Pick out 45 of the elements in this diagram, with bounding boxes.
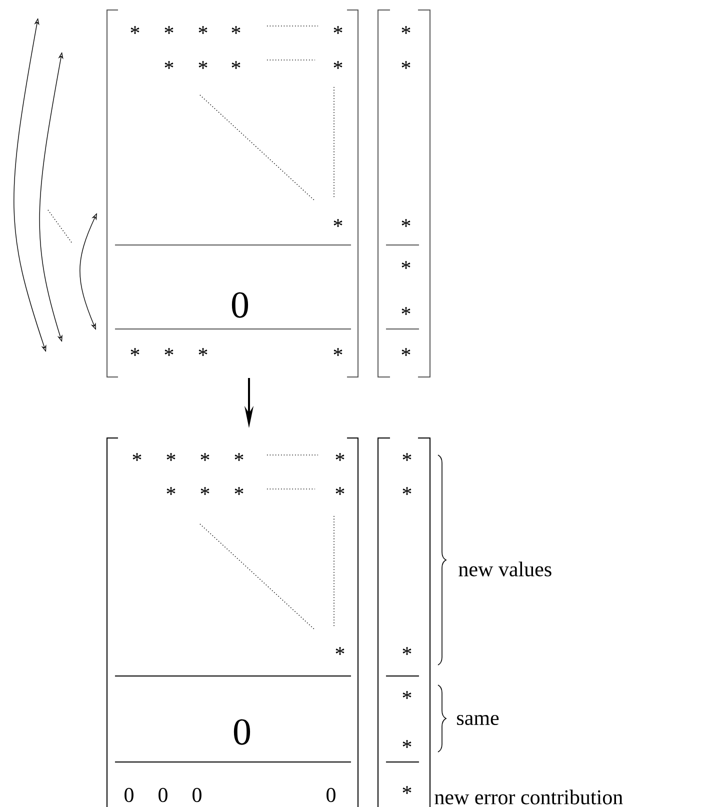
- matrix-entry: *: [402, 453, 412, 461]
- matrix-entry: *: [164, 26, 174, 34]
- matrix-entry: *: [198, 348, 208, 356]
- matrix-entry: *: [164, 348, 174, 356]
- matrix-entry: *: [402, 647, 412, 655]
- matrix-entry: *: [334, 61, 342, 69]
- matrix-entry: *: [402, 61, 410, 69]
- matrix-entry: *: [232, 61, 240, 69]
- matrix-entry: *: [130, 26, 140, 34]
- matrix-entry: 0: [232, 292, 248, 318]
- matrix-entry: *: [402, 219, 410, 227]
- matrix-entry: *: [402, 26, 410, 34]
- annotation-text: new values: [458, 562, 552, 576]
- matrix-entry: *: [130, 348, 140, 356]
- matrix-entry: *: [198, 61, 208, 69]
- matrix-entry: *: [402, 691, 412, 699]
- matrix-entry: *: [336, 487, 344, 495]
- matrix-entry: *: [200, 487, 210, 495]
- matrix-entry: 0: [326, 788, 336, 802]
- matrix-entry: *: [198, 26, 208, 34]
- matrix-entry: *: [164, 61, 174, 69]
- matrix-entry: 0: [192, 788, 202, 802]
- matrix-entry: *: [234, 453, 244, 461]
- matrix-entry: *: [402, 307, 410, 315]
- matrix-entry: *: [166, 453, 176, 461]
- matrix-entry: 0: [158, 788, 168, 802]
- matrix-entry: *: [402, 487, 412, 495]
- matrix-entry: *: [402, 348, 410, 356]
- matrix-entry: 0: [124, 788, 134, 802]
- matrix-entry: *: [232, 26, 240, 34]
- annotation-text: new error contribution: [434, 790, 623, 804]
- matrix-entry: *: [334, 26, 342, 34]
- matrix-entry: *: [200, 453, 210, 461]
- matrix-entry: *: [402, 261, 410, 269]
- matrix-entry: *: [132, 453, 142, 461]
- matrix-entry: 0: [234, 719, 250, 745]
- matrix-entry: *: [166, 487, 176, 495]
- annotation-text: same: [457, 714, 499, 726]
- matrix-entry: *: [334, 348, 342, 356]
- matrix-entry: *: [234, 487, 244, 495]
- matrix-entry: *: [402, 786, 412, 794]
- matrix-entry: *: [334, 219, 342, 227]
- matrix-entry: *: [336, 453, 344, 461]
- matrix-entry: *: [402, 740, 412, 748]
- matrix-entry: *: [336, 647, 344, 655]
